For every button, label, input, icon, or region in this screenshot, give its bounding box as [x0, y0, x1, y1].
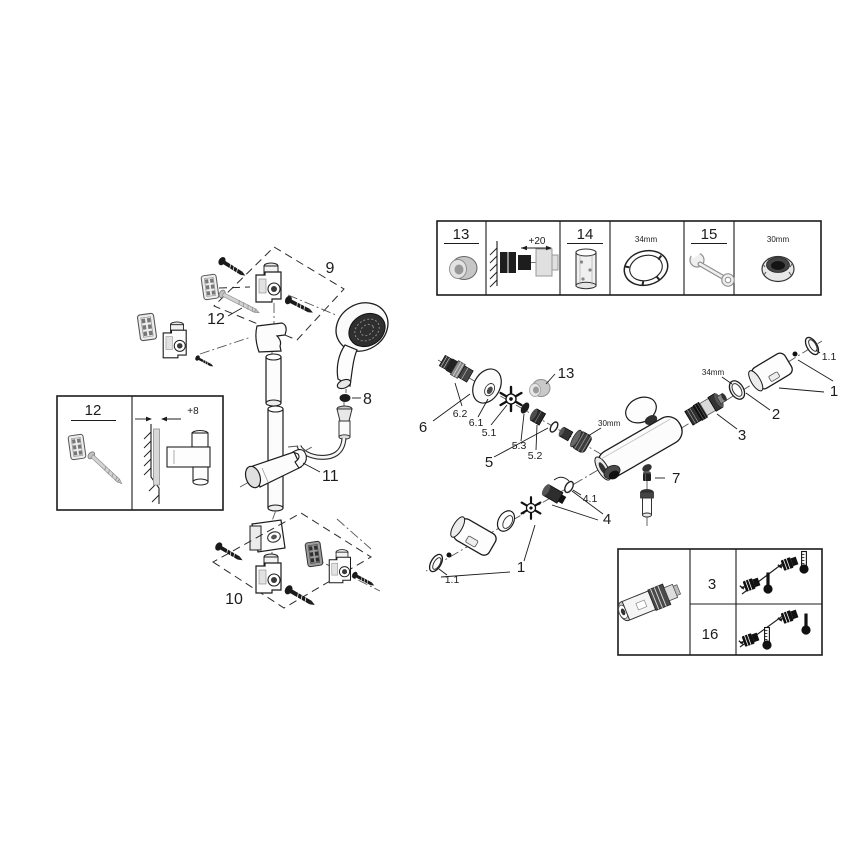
- volume-handle-1: [450, 516, 497, 556]
- screw-icon: [283, 294, 316, 317]
- grub-screw: [792, 351, 798, 357]
- screw-icon: [350, 570, 377, 589]
- s-union-6-2: [438, 354, 474, 383]
- temperature-handle-1: [748, 352, 793, 392]
- o-ring-4-1: [564, 480, 574, 494]
- table-item-15-label: 15: [701, 226, 718, 243]
- wall-plug-icon: [136, 312, 158, 342]
- thermo-cartridge-3: [684, 392, 727, 426]
- shower-rail-assembly: 9 12: [136, 246, 389, 610]
- wall-offset-detail: +8: [135, 406, 211, 504]
- group-9-label: 9: [326, 260, 335, 277]
- label-3: 3: [738, 427, 746, 444]
- cap-part-icon: [449, 256, 478, 280]
- ring-34mm-label: 34mm: [635, 235, 658, 244]
- nut-30mm-label: 30mm: [767, 235, 790, 244]
- thermo-cartridge-icon: [617, 583, 682, 622]
- ring-34mm-icon: [623, 249, 669, 287]
- label-group-5: 5: [485, 454, 493, 471]
- lower-wall-bracket: [255, 553, 282, 594]
- screw-7: [643, 471, 651, 481]
- thermostat-assembly: 13 6.2 6.1 6 5.1 5.3 5.2 5 30mm: [419, 336, 838, 586]
- handle-cap-1-1: [428, 553, 444, 573]
- screw-12-label: 12: [207, 311, 225, 328]
- wall-plug-icon: [200, 273, 220, 301]
- offset-dim-label: +8: [187, 406, 199, 417]
- group-10-label: 10: [225, 591, 243, 608]
- variant-row-16-label: 16: [702, 626, 719, 643]
- right-wall-bracket: [328, 549, 352, 584]
- rail-clamp: [255, 322, 287, 353]
- check-valve-4: [541, 484, 567, 504]
- table-item-13-label: 13: [453, 226, 470, 243]
- upper-wall-bracket: [255, 262, 282, 303]
- thermostat-body: [594, 396, 683, 481]
- slider-11-label: 11: [322, 468, 339, 485]
- connector-piece: [558, 426, 574, 442]
- small-escutcheon: [496, 510, 516, 532]
- variant-row-3-icons: [738, 550, 810, 595]
- cap-13-label: 13: [558, 365, 575, 382]
- cartridge-variants-box: 3 16: [617, 548, 823, 656]
- label-4-1: 4.1: [583, 493, 598, 505]
- glide-bracket: [162, 321, 187, 359]
- variant-row-3-label: 3: [708, 576, 716, 593]
- o-ring: [549, 421, 559, 433]
- label-5-1: 5.1: [482, 427, 497, 439]
- wall-plug-icon: [304, 540, 324, 568]
- grub-screw: [446, 552, 452, 558]
- stop-star: [516, 493, 546, 523]
- screw-icon: [194, 354, 215, 370]
- screw-icon: [282, 583, 318, 610]
- label-5-2: 5.2: [528, 450, 543, 462]
- label-5-3: 5.3: [512, 440, 527, 452]
- outlet-piece: [640, 489, 654, 518]
- label-2: 2: [772, 406, 780, 423]
- wall-plug-icon: [67, 433, 87, 461]
- screw-icon: [213, 540, 246, 565]
- label-6-2: 6.2: [453, 408, 468, 420]
- union-nut-30mm: [570, 429, 592, 453]
- handle-cap-1-1: [804, 336, 820, 356]
- seal-5-3: [520, 402, 530, 414]
- table-item-14-label: 14: [577, 226, 594, 243]
- label-34mm: 34mm: [702, 368, 725, 377]
- retainer-clip: [553, 476, 570, 482]
- variant-row-16-icons: [737, 607, 811, 651]
- box-item-12-label: 12: [85, 402, 102, 419]
- label-30mm: 30mm: [598, 419, 621, 428]
- spare-parts-table: 13 +20 14: [436, 220, 822, 296]
- label-7: 7: [672, 470, 680, 487]
- extension-dim-label: +20: [529, 236, 546, 247]
- hand-shower: [335, 302, 389, 390]
- wrench-icon: [687, 245, 735, 287]
- shower-rail-tube: [265, 353, 284, 512]
- label-1-1-top: 1.1: [822, 351, 837, 363]
- bushing-5-2: [529, 408, 547, 426]
- stop-ring-2: [728, 380, 746, 400]
- label-group-6: 6: [419, 419, 427, 436]
- extension-cap-13: [529, 379, 551, 397]
- swivel-elbow: [249, 519, 286, 553]
- label-1-1-bottom: 1.1: [445, 574, 460, 586]
- mounting-detail-box: 12 +8: [56, 395, 224, 511]
- sleeve-part-icon: [575, 248, 597, 290]
- label-6-1: 6.1: [469, 417, 484, 429]
- wall-extension-detail: +20: [489, 236, 559, 288]
- group-9-outline: [213, 246, 345, 341]
- label-group-4: 4: [603, 511, 611, 528]
- washer-8-label: 8: [363, 391, 372, 408]
- hose-connector: [336, 405, 353, 440]
- label-1-bottom: 1: [517, 559, 525, 576]
- hose-washer-8: [339, 394, 351, 402]
- screw-icon: [216, 255, 248, 280]
- nut-30mm-icon: [761, 255, 795, 283]
- label-1-top: 1: [830, 383, 838, 400]
